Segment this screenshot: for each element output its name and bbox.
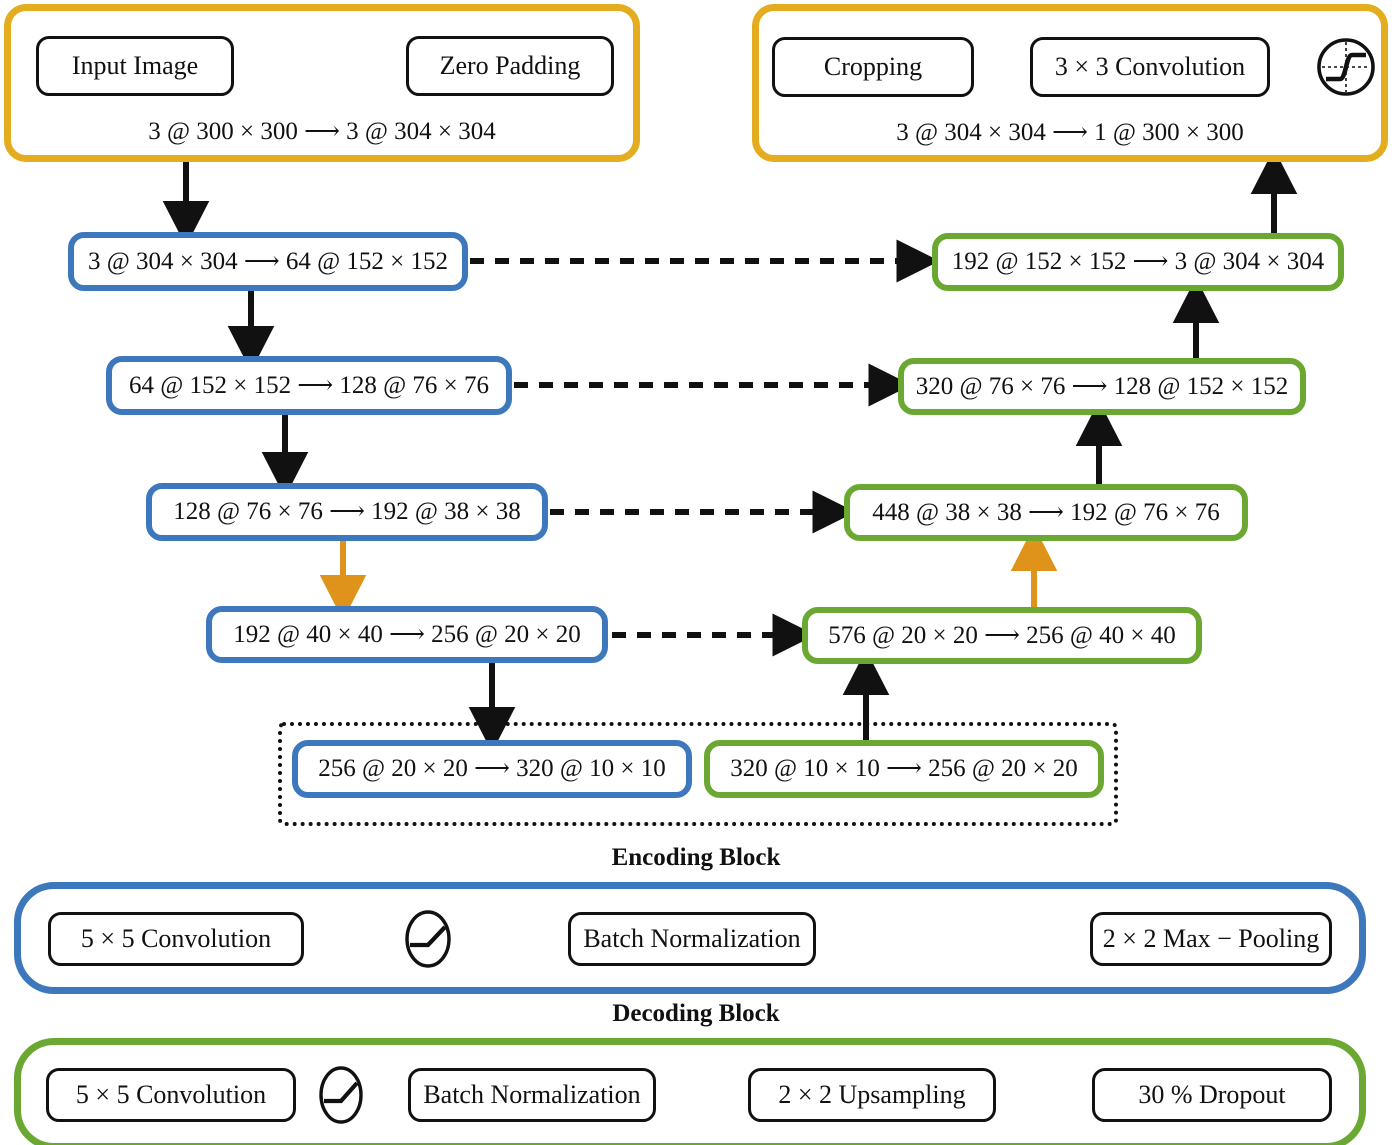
output-group-caption: 3 @ 304 × 304 ⟶ 1 @ 300 × 300 (896, 119, 1244, 146)
decoding-conv-label: 5 × 5 Convolution (75, 1079, 267, 1109)
sigmoid-icon (1316, 37, 1376, 97)
decoding-upsampling-label: 2 × 2 Upsampling (778, 1079, 966, 1109)
decoder-block-3-label: 448 @ 38 × 38 ⟶ 192 @ 76 × 76 (872, 498, 1220, 526)
encoder-block-2-label: 64 @ 152 × 152 ⟶ 128 @ 76 × 76 (128, 371, 490, 399)
decoder-block-1[interactable]: 192 @ 152 × 152 ⟶ 3 @ 304 × 304 (932, 233, 1344, 291)
decoding-batchnorm-label: Batch Normalization (423, 1079, 641, 1109)
relu-icon-decoding (318, 1064, 364, 1126)
input-image-label: Input Image (71, 50, 199, 80)
decoding-dropout-node[interactable]: 30 % Dropout (1092, 1068, 1332, 1122)
encoding-batchnorm-label: Batch Normalization (583, 923, 801, 953)
encoder-block-5-label: 256 @ 20 × 20 ⟶ 320 @ 10 × 10 (318, 755, 666, 783)
conv3x3-node[interactable]: 3 × 3 Convolution (1030, 37, 1270, 97)
encoder-block-5[interactable]: 256 @ 20 × 20 ⟶ 320 @ 10 × 10 (292, 740, 692, 798)
encoding-conv-label: 5 × 5 Convolution (80, 923, 272, 953)
input-image-node[interactable]: Input Image (36, 36, 234, 96)
decoder-block-1-label: 192 @ 152 × 152 ⟶ 3 @ 304 × 304 (951, 248, 1325, 276)
decoder-block-5[interactable]: 320 @ 10 × 10 ⟶ 256 @ 20 × 20 (704, 740, 1104, 798)
encoding-block-title: Encoding Block (611, 844, 781, 871)
decoding-dropout-label: 30 % Dropout (1138, 1079, 1286, 1109)
encoder-block-3[interactable]: 128 @ 76 × 76 ⟶ 192 @ 38 × 38 (146, 483, 548, 541)
decoder-block-2-label: 320 @ 76 × 76 ⟶ 128 @ 152 × 152 (915, 372, 1289, 400)
relu-icon-encoding (404, 908, 452, 970)
input-group-caption: 3 @ 300 × 300 ⟶ 3 @ 304 × 304 (148, 118, 496, 145)
decoder-block-4-label: 576 @ 20 × 20 ⟶ 256 @ 40 × 40 (828, 621, 1176, 649)
decoder-block-5-label: 320 @ 10 × 10 ⟶ 256 @ 20 × 20 (730, 755, 1078, 783)
encoding-maxpool-label: 2 × 2 Max − Pooling (1102, 923, 1320, 953)
decoding-batchnorm-node[interactable]: Batch Normalization (408, 1068, 656, 1122)
decoder-block-3[interactable]: 448 @ 38 × 38 ⟶ 192 @ 76 × 76 (844, 484, 1248, 541)
encoding-batchnorm-node[interactable]: Batch Normalization (568, 912, 816, 966)
decoder-block-4[interactable]: 576 @ 20 × 20 ⟶ 256 @ 40 × 40 (802, 607, 1202, 664)
zero-padding-label: Zero Padding (439, 50, 581, 80)
encoding-conv-node[interactable]: 5 × 5 Convolution (48, 912, 304, 966)
encoding-maxpool-node[interactable]: 2 × 2 Max − Pooling (1090, 912, 1332, 966)
conv3x3-label: 3 × 3 Convolution (1054, 51, 1246, 81)
encoder-block-2[interactable]: 64 @ 152 × 152 ⟶ 128 @ 76 × 76 (106, 356, 512, 415)
decoder-block-2[interactable]: 320 @ 76 × 76 ⟶ 128 @ 152 × 152 (898, 358, 1306, 415)
encoder-block-4-label: 192 @ 40 × 40 ⟶ 256 @ 20 × 20 (233, 620, 581, 648)
cropping-label: Cropping (823, 51, 923, 81)
cropping-node[interactable]: Cropping (772, 37, 974, 97)
decoding-conv-node[interactable]: 5 × 5 Convolution (46, 1068, 296, 1122)
decoding-upsampling-node[interactable]: 2 × 2 Upsampling (748, 1068, 996, 1122)
encoder-block-1[interactable]: 3 @ 304 × 304 ⟶ 64 @ 152 × 152 (68, 232, 468, 291)
encoder-block-3-label: 128 @ 76 × 76 ⟶ 192 @ 38 × 38 (173, 498, 521, 526)
zero-padding-node[interactable]: Zero Padding (406, 36, 614, 96)
bottleneck-container (278, 722, 1118, 826)
decoding-block-title: Decoding Block (612, 1000, 780, 1027)
encoder-block-4[interactable]: 192 @ 40 × 40 ⟶ 256 @ 20 × 20 (206, 606, 608, 663)
encoder-block-1-label: 3 @ 304 × 304 ⟶ 64 @ 152 × 152 (87, 247, 449, 275)
